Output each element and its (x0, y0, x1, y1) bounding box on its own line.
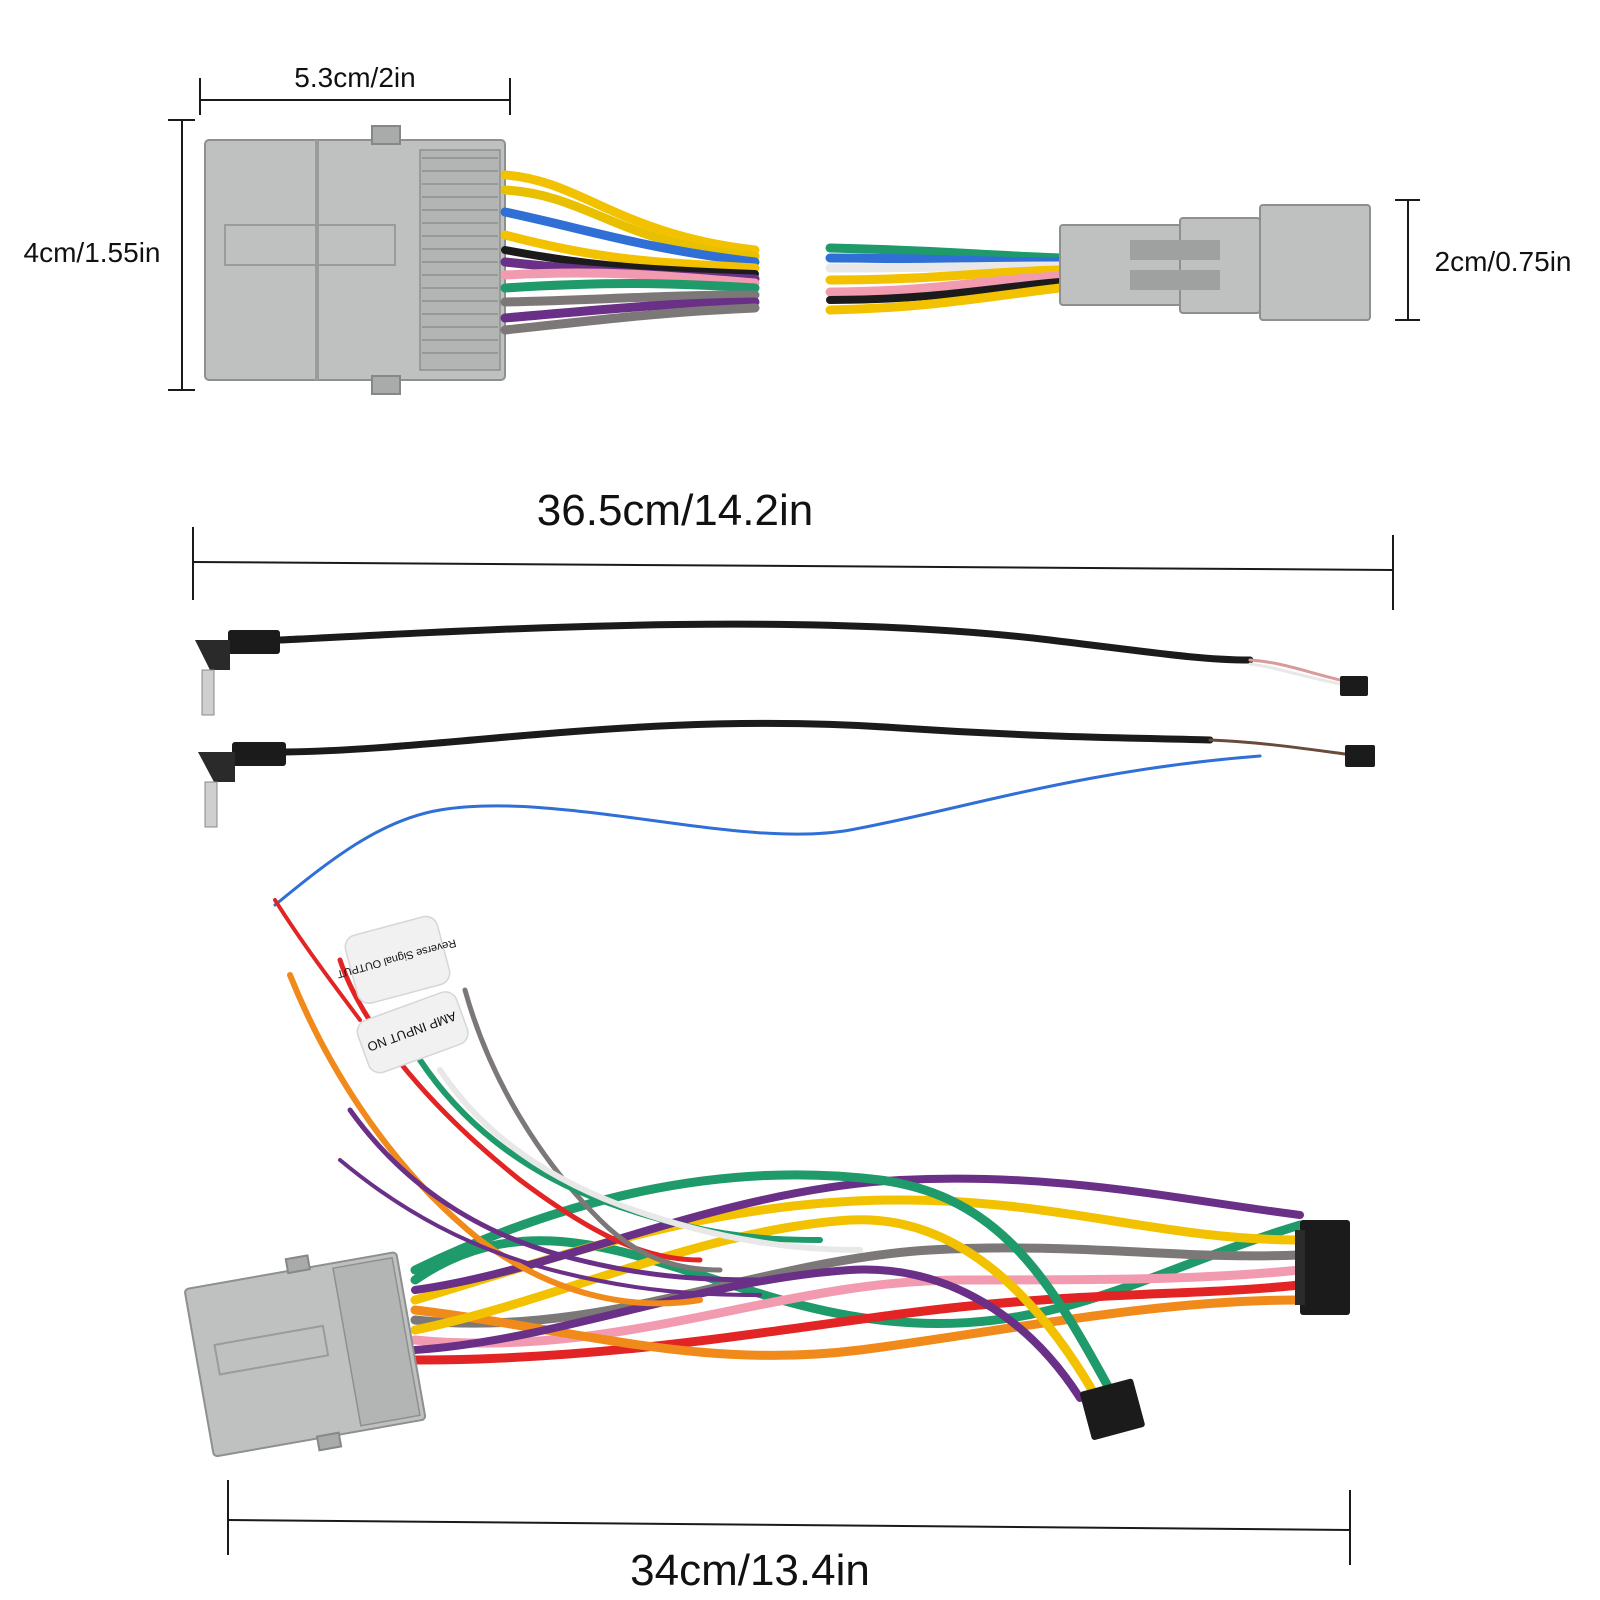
bottom-large-connector (184, 1251, 427, 1458)
top-right-wire-bundle (825, 243, 1065, 315)
harness-length-label: 34cm/13.4in (630, 1546, 870, 1595)
small-connector-height-label: 2cm/0.75in (1435, 246, 1572, 277)
right-multi-pin-connector (1295, 1220, 1350, 1315)
audio-cable-1 (195, 620, 1368, 716)
top-connector-width-dimension: 5.3cm/2in (199, 62, 511, 115)
bottom-small-pin-connector (1080, 1378, 1145, 1440)
top-connector-width-label: 5.3cm/2in (294, 62, 415, 93)
amp-input-tag: AMP INPUT NO (356, 991, 469, 1074)
blue-antenna-wire (273, 754, 1262, 907)
cable-length-dimension: 36.5cm/14.2in (192, 486, 1394, 610)
small-connector-height-dimension: 2cm/0.75in (1395, 199, 1572, 321)
top-connector-ribs (422, 157, 498, 354)
top-large-connector (204, 125, 506, 395)
top-connector-height-label: 4cm/1.55in (24, 237, 161, 268)
top-connector-height-dimension: 4cm/1.55in (24, 119, 195, 391)
top-left-wire-bundle (500, 170, 760, 335)
reverse-signal-tag: Reverse Signal OUTPUT (335, 915, 457, 1005)
cable-length-label: 36.5cm/14.2in (537, 486, 813, 535)
harness-length-dimension: 34cm/13.4in (227, 1480, 1351, 1595)
bottom-wire-bundle (410, 1170, 1305, 1402)
audio-cable-2 (198, 719, 1375, 828)
top-small-connector (1059, 204, 1371, 321)
loose-wire-ends (273, 898, 863, 1307)
